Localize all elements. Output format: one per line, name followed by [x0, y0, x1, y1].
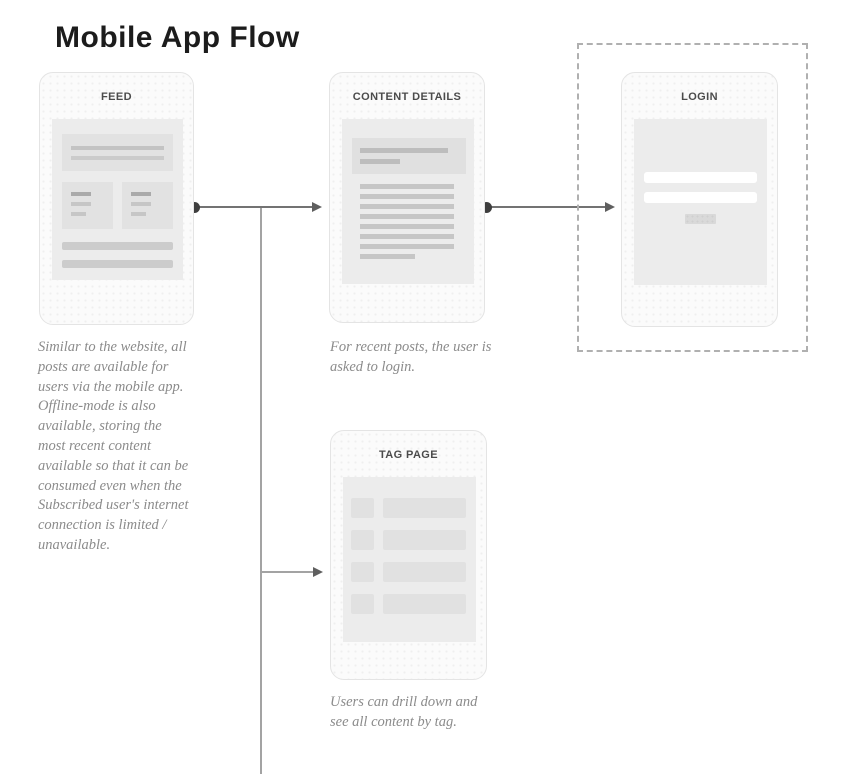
- placeholder-thumb: [351, 562, 374, 582]
- screen-title: CONTENT DETAILS: [352, 91, 462, 103]
- placeholder-line: [360, 184, 454, 189]
- placeholder-bar: [62, 242, 173, 250]
- feed-wireframe-screen: [52, 119, 183, 280]
- placeholder-line: [360, 234, 454, 239]
- placeholder-line: [71, 146, 164, 150]
- arrow-head-icon: [313, 567, 323, 577]
- wireframe-username-input: [644, 172, 757, 183]
- connector-feed-to-content-details: [194, 206, 312, 208]
- screen-node-feed: FEED: [39, 72, 194, 325]
- tag-page-wireframe-screen: [343, 477, 476, 642]
- feed-description: Similar to the website, all posts are av…: [38, 339, 189, 553]
- placeholder-line: [360, 148, 448, 153]
- placeholder-line: [71, 192, 92, 196]
- arrow-head-icon: [605, 202, 615, 212]
- login-highlight-frame: [577, 43, 808, 352]
- placeholder-line: [360, 194, 454, 199]
- connector-origin-dot: [189, 202, 200, 213]
- placeholder-line: [131, 212, 146, 216]
- placeholder-line: [360, 244, 454, 249]
- screen-title: FEED: [101, 91, 132, 103]
- login-wireframe-screen: [634, 119, 767, 285]
- placeholder-line: [131, 192, 152, 196]
- tag-page-description: Users can drill down and see all content…: [330, 694, 478, 730]
- placeholder-line: [360, 254, 415, 259]
- placeholder-bar: [383, 594, 466, 614]
- connector-origin-dot: [481, 202, 492, 213]
- placeholder-thumb: [351, 594, 374, 614]
- placeholder-line: [131, 202, 152, 206]
- content-details-wireframe-screen: [342, 119, 474, 284]
- placeholder-list-row: [351, 498, 466, 518]
- placeholder-text-lines: [360, 184, 454, 259]
- content-details-description: For recent posts, the user is asked to l…: [330, 339, 492, 375]
- connector-content-details-to-login: [486, 206, 605, 208]
- placeholder-thumb: [351, 498, 374, 518]
- placeholder-bar: [62, 260, 173, 268]
- placeholder-list-row: [351, 594, 466, 614]
- screen-title: TAG PAGE: [378, 449, 439, 461]
- placeholder-line: [71, 156, 164, 160]
- screen-node-tag-page: TAG PAGE: [330, 430, 487, 680]
- placeholder-bar: [383, 530, 466, 550]
- placeholder-card: [62, 182, 113, 229]
- placeholder-line: [71, 202, 92, 206]
- wireframe-password-input: [644, 192, 757, 203]
- placeholder-bar: [383, 562, 466, 582]
- page-title: Mobile App Flow: [55, 21, 300, 54]
- placeholder-header-block: [352, 138, 466, 174]
- connector-feed-to-tag-page: [261, 571, 313, 573]
- placeholder-thumb: [351, 530, 374, 550]
- placeholder-card: [122, 182, 173, 229]
- placeholder-line: [360, 214, 454, 219]
- wireframe-login-button: [685, 214, 716, 224]
- placeholder-line: [360, 224, 454, 229]
- placeholder-line: [71, 212, 86, 216]
- flow-line-vertical: [260, 206, 262, 774]
- placeholder-list-row: [351, 530, 466, 550]
- arrow-head-icon: [312, 202, 322, 212]
- placeholder-line: [360, 204, 454, 209]
- placeholder-post-block: [62, 134, 173, 171]
- placeholder-card-row: [62, 182, 173, 229]
- placeholder-line: [360, 159, 401, 164]
- placeholder-list-row: [351, 562, 466, 582]
- screen-node-content-details: CONTENT DETAILS: [329, 72, 485, 323]
- screen-title: LOGIN: [681, 91, 718, 103]
- screen-node-login: LOGIN: [621, 72, 778, 327]
- placeholder-bar: [383, 498, 466, 518]
